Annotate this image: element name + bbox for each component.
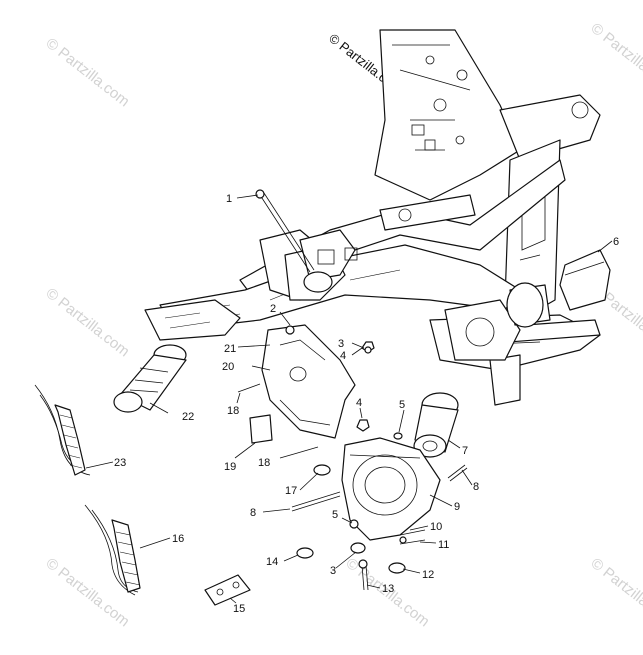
chain-guard-shield (261, 324, 356, 439)
chain-part-23 (34, 384, 91, 476)
callout-2: 2 (270, 303, 276, 315)
callout-9: 9 (454, 501, 460, 513)
callout-1: 1 (226, 193, 232, 205)
callout-7: 7 (462, 445, 468, 457)
watermark: © Partzilla.com (43, 285, 133, 361)
callout-6: 6 (613, 236, 619, 248)
hardware (237, 325, 468, 591)
leader-lines (85, 194, 613, 604)
roller-part-7 (413, 392, 459, 458)
callout-23: 23 (114, 457, 126, 469)
callout-3: 3 (338, 338, 344, 350)
roller-part-22 (113, 344, 187, 413)
bolt-part-1 (255, 189, 315, 273)
watermark: © Partzilla.com (588, 555, 643, 631)
bearing-part-6 (559, 249, 611, 311)
housing-part-9 (341, 437, 441, 541)
callout-5b: 5 (332, 509, 338, 521)
chain-part-16 (84, 504, 141, 596)
callout-21: 21 (224, 343, 236, 355)
callout-20: 20 (222, 361, 234, 373)
callout-10: 10 (430, 521, 442, 533)
callout-5: 5 (399, 399, 405, 411)
callout-15: 15 (233, 603, 245, 615)
callout-18b: 18 (258, 457, 270, 469)
callout-4b: 4 (356, 397, 362, 409)
callout-22: 22 (182, 411, 194, 423)
callout-19: 19 (224, 461, 236, 473)
callout-11: 11 (438, 539, 449, 551)
callout-8b: 8 (473, 481, 479, 493)
watermark: © Partzilla.com (43, 35, 133, 111)
watermark: © Partzilla.com (588, 20, 643, 96)
pad-part-19 (249, 414, 273, 444)
callout-labels: 1 2 3 4 5 6 7 8 9 10 11 12 13 14 15 16 1… (114, 193, 619, 615)
callout-12: 12 (422, 569, 434, 581)
callout-8: 8 (250, 507, 256, 519)
watermark: © Partzilla.com (43, 555, 133, 631)
callout-14: 14 (266, 556, 278, 568)
callout-16: 16 (172, 533, 184, 545)
callout-13: 13 (382, 583, 394, 595)
callout-17: 17 (285, 485, 297, 497)
callout-18: 18 (227, 405, 239, 417)
frame-assembly (144, 29, 601, 406)
callout-3b: 3 (330, 565, 336, 577)
bracket-assembly (299, 229, 358, 293)
callout-4: 4 (340, 350, 346, 362)
master-link-part-15 (204, 574, 251, 606)
